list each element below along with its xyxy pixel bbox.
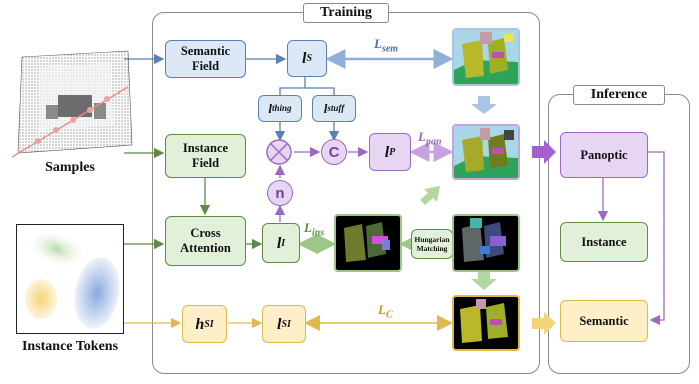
cross-attention-box: Cross Attention [165,216,246,266]
multiply-operator-icon [266,139,292,165]
semantic-output-thumbnail [452,295,520,351]
panoptic-result-thumbnail [452,124,520,180]
loss-pan-label: Lpan [418,129,442,148]
panoptic-box: Panoptic [560,132,648,178]
loss-ins-label: Lins [304,220,325,239]
gaussian-blobs-icon [25,228,120,329]
semantic-box: Semantic [560,300,648,342]
instance-box: Instance [560,222,648,262]
pointcloud-icon [11,50,133,158]
loss-c-label: LC [378,302,393,321]
samples-caption: Samples [45,160,95,175]
instance-tokens-caption: Instance Tokens [21,339,119,354]
instance-tokens-image [16,224,124,334]
training-title: Training [303,3,389,23]
hungarian-matching-box: Hungarian Matching [411,229,453,259]
inference-title: Inference [573,85,665,105]
instance-prediction-thumbnail [334,214,402,272]
instance-gt-thumbnail [452,214,520,272]
semantic-result-thumbnail [452,28,520,86]
samples-pointcloud-image [10,45,135,160]
l-s-label: l [301,50,307,67]
semantic-field-box: Semantic Field [165,40,246,78]
loss-sem-label: Lsem [374,36,399,55]
instance-field-box: Instance Field [165,134,246,178]
concat-operator: C [321,139,347,165]
normalize-operator: n [267,180,293,206]
